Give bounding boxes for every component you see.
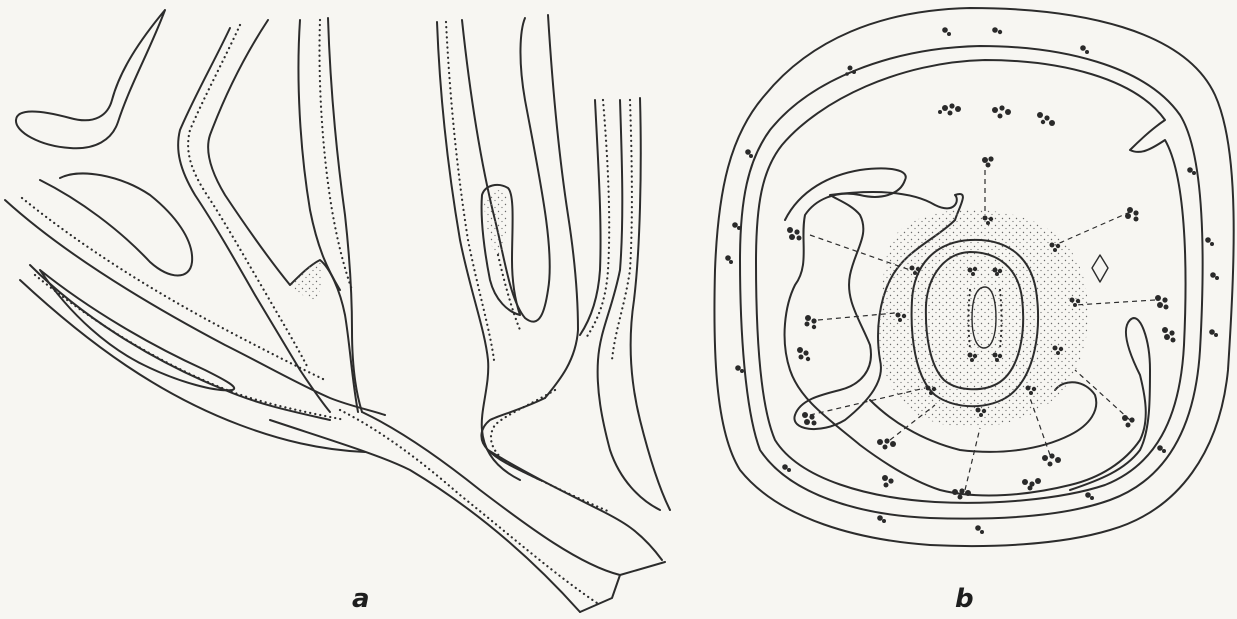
vascular-bundle xyxy=(1155,295,1169,310)
outer-scale-upper xyxy=(5,200,385,415)
outer-scale-upper-epidermis xyxy=(22,198,325,380)
vascular-bundle xyxy=(1162,327,1176,343)
inner-scale-right-edge xyxy=(208,20,358,412)
panel-a-longitudinal-section xyxy=(5,10,670,612)
inner-scale-left-edge xyxy=(178,28,330,412)
vascular-bundle xyxy=(1157,445,1166,453)
vascular-bundle xyxy=(992,27,1002,34)
vascular-bundle xyxy=(797,347,810,361)
bract-hook-outline xyxy=(16,10,165,148)
right-scale-outer-4 xyxy=(631,98,670,510)
vascular-bundle xyxy=(745,149,753,158)
vascular-bundle xyxy=(735,365,744,373)
right-scale-left-edge xyxy=(437,22,520,480)
vascular-bundle xyxy=(975,525,984,534)
outer-scale-bottom xyxy=(20,280,365,452)
primordium-epidermis xyxy=(320,20,353,290)
apical-dome-stipple xyxy=(484,190,508,260)
vascular-bundle xyxy=(787,227,802,241)
small-diamond xyxy=(1092,255,1108,282)
vascular-bundle xyxy=(982,156,994,167)
vascular-bundle xyxy=(882,475,894,488)
primordium-stipple xyxy=(292,262,322,300)
primordium-right-edge xyxy=(328,18,362,412)
right-scale-outer-1 xyxy=(545,15,578,398)
vascular-bundle xyxy=(845,66,856,76)
vascular-bundle xyxy=(992,105,1011,118)
vascular-bundle xyxy=(877,438,896,449)
vascular-bundle xyxy=(805,315,817,329)
vascular-bundle xyxy=(1022,478,1041,491)
vascular-bundle xyxy=(725,255,733,264)
vascular-bundle xyxy=(1085,492,1094,500)
vascular-bundle xyxy=(1187,167,1196,175)
vascular-bundle xyxy=(1210,272,1219,280)
leader-line xyxy=(1055,212,1130,245)
vascular-bundle xyxy=(1042,453,1061,466)
vascular-bundle xyxy=(1037,112,1055,126)
leader-line xyxy=(965,428,980,490)
axis-epidermis xyxy=(340,410,600,605)
vascular-bundle xyxy=(782,464,791,472)
outer-scale-lower xyxy=(30,265,330,420)
panel-b-label: b xyxy=(955,586,974,612)
vascular-bundle xyxy=(938,103,961,115)
lower-right-scale xyxy=(481,398,545,480)
leader-line xyxy=(1075,370,1130,420)
vascular-bundle xyxy=(1080,45,1089,54)
vascular-bundle xyxy=(942,27,951,36)
panel-a-label: a xyxy=(352,586,370,612)
vascular-bundle xyxy=(1125,207,1139,222)
right-scale-outer-2 xyxy=(580,100,601,335)
dome-epidermis xyxy=(498,255,520,330)
inner-fold-outline xyxy=(40,173,192,275)
vascular-bundle xyxy=(877,515,886,523)
panel-b-cross-section xyxy=(714,8,1233,546)
vascular-bundle xyxy=(1122,415,1135,428)
lower-right-scale-epidermis xyxy=(491,390,610,512)
vascular-bundle xyxy=(1205,237,1214,246)
central-stipple-zone xyxy=(879,210,1088,427)
outer-scale-lower-epidermis xyxy=(35,275,345,420)
axis-cut-end xyxy=(580,562,665,612)
vascular-bundle xyxy=(1209,329,1218,337)
vascular-bundle xyxy=(732,222,741,230)
